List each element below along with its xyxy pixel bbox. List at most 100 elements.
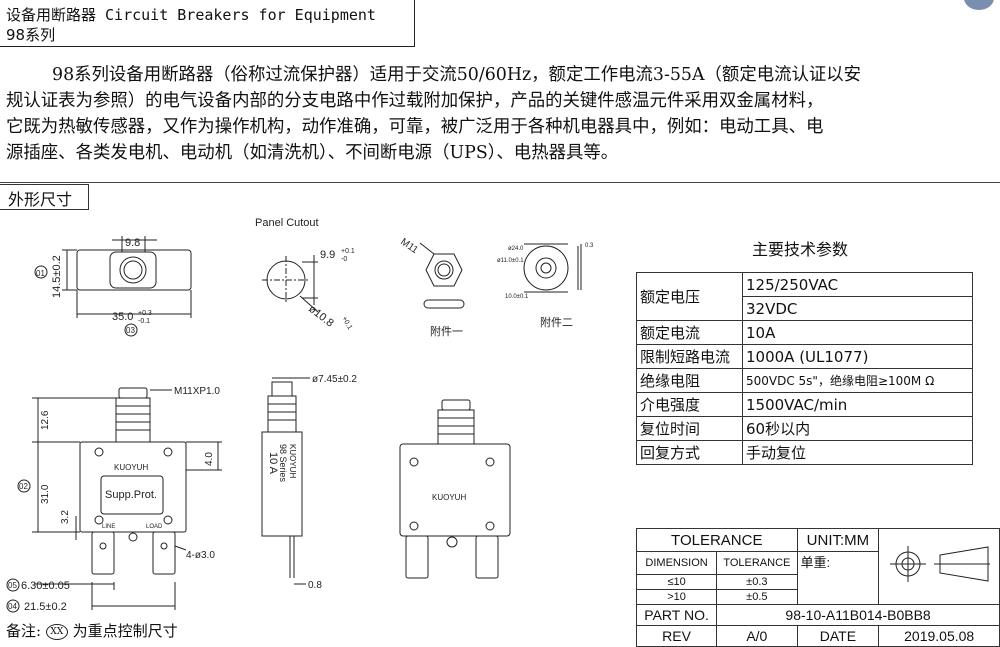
unit-label: UNIT:MM [796, 528, 880, 552]
dim-label: ø11.0±0.1 [497, 258, 524, 264]
side-rating-label: 10 A [267, 452, 279, 475]
spec-key: 额定电压 [636, 272, 743, 321]
table-row: PART NO. 98-10-A11B014-B0BB8 [635, 604, 1000, 626]
table-row: 介电强度 1500VAC/min [636, 392, 973, 417]
dim-label: 21.5±0.2 [24, 601, 67, 613]
panel-cutout [262, 255, 319, 313]
terminal-label: LINE [102, 524, 115, 530]
panel-cutout-label: Panel Cutout [255, 217, 319, 229]
table-row: DIMENSION TOLERANCE 单重: [635, 551, 1000, 605]
spec-table: 额定电压 125/250VAC 32VDC 额定电流 10A 限制短路电流 10… [636, 272, 973, 465]
dim-label: 4-ø3.0 [186, 550, 215, 561]
tolerance-value: ±0.5 [716, 589, 798, 605]
projection-icon [890, 546, 991, 582]
table-row: 回复方式 手动复位 [636, 440, 973, 465]
dim-label: 6.30±0.05 [21, 580, 70, 592]
spec-key: 绝缘电阻 [636, 368, 743, 393]
description: 98系列设备用断路器（俗称过流保护器）适用于交流50/60Hz，额定工作电流3-… [6, 62, 996, 166]
title-block: TOLERANCE UNIT:MM DIMENSION TOLERANCE 单重… [635, 528, 1000, 647]
spec-key: 额定电流 [636, 320, 743, 345]
spec-value: 32VDC [742, 296, 973, 321]
terminal-label: LOAD [146, 524, 163, 530]
note-text: 为重点控制尺寸 [72, 622, 178, 640]
spec-value: 手动复位 [742, 440, 973, 465]
dim-tolerance: +0.1 [340, 316, 353, 332]
control-mark: 05 [8, 581, 17, 590]
date-label: DATE [796, 625, 880, 647]
attachment-label: 附件二 [540, 315, 573, 329]
product-label: Supp.Prot. [105, 489, 157, 501]
dim-label: 10.0±0.1 [505, 294, 529, 300]
side-series-label: 98 Series [278, 444, 288, 483]
side-brand-label: KUOYUH [288, 444, 297, 478]
dim-label: 9.8 [125, 237, 140, 249]
nut-attachment [419, 242, 465, 309]
spec-value: 125/250VAC [742, 272, 973, 297]
table-row: 额定电流 10A [636, 320, 973, 345]
weight-cell: 单重: [796, 551, 880, 605]
dim-label: M11XP1.0 [174, 386, 220, 397]
dim-label: 0.3 [585, 243, 594, 249]
spec-title: 主要技术参数 [752, 240, 849, 259]
tolerance-title: TOLERANCE [636, 528, 798, 552]
rev-value: A/0 [716, 625, 798, 647]
footnote: 备注: XX 为重点控制尺寸 [6, 620, 178, 641]
dim-label: 12.6 [40, 410, 51, 430]
table-row: ≤10 ±0.3 [635, 574, 1000, 590]
dim-tolerance: -0 [341, 256, 347, 263]
front-view [32, 387, 222, 610]
table-row: 32VDC [637, 296, 973, 321]
table-row: 限制短路电流 1000A (UL1077) [636, 344, 973, 369]
table-row: 额定电压 125/250VAC [636, 272, 973, 321]
dim-label: 31.0 [40, 484, 51, 504]
tolerance-value: ±0.3 [716, 574, 798, 590]
dimension-value: >10 [635, 589, 718, 605]
series-label: 98系列 [6, 26, 56, 44]
brand-label: KUOYUH [114, 463, 148, 472]
spec-key: 回复方式 [636, 440, 743, 465]
description-line: 规认证表为参照）的电气设备内部的分支电路中作过载附加保护，产品的关键件感温元件采… [6, 91, 824, 111]
dim-tolerance: -0.1 [138, 318, 150, 325]
dimension-header: DIMENSION [635, 551, 718, 575]
tolerance-header: TOLERANCE [716, 551, 798, 575]
table-row: TOLERANCE UNIT:MM [636, 528, 1000, 605]
spec-value: 500VDC 5s"，绝缘电阻≥100M Ω [742, 368, 973, 393]
weight-label: 单重: [800, 555, 831, 570]
spec-value: 1500VAC/min [742, 392, 973, 417]
attachment-label: 附件一 [430, 324, 463, 338]
thread-label: M11 [398, 236, 420, 256]
note-prefix: 备注: [6, 622, 42, 640]
spec-key: 复位时间 [636, 416, 743, 441]
rear-view [399, 399, 511, 579]
projection-symbol [878, 528, 1000, 605]
rev-label: REV [635, 625, 718, 647]
table-row: >10 ±0.5 [635, 589, 1000, 605]
table-row: 绝缘电阻 500VDC 5s"，绝缘电阻≥100M Ω [636, 368, 973, 393]
top-view [62, 236, 192, 318]
brand-label: KUOYUH [432, 493, 466, 502]
dim-label: 14.5±0.2 [51, 255, 63, 298]
control-mark: 01 [36, 269, 45, 278]
spec-key: 介电强度 [636, 392, 743, 417]
part-no: 98-10-A11B014-B0BB8 [716, 604, 1000, 626]
dim-label: 3.2 [60, 510, 71, 524]
spec-value: 1000A (UL1077) [742, 344, 973, 369]
control-mark: 02 [19, 482, 28, 491]
spec-value: 60秒以内 [742, 416, 973, 441]
dim-label: 0.8 [308, 580, 322, 591]
side-view [261, 377, 310, 585]
table-row: REV A/0 DATE 2019.05.08 [635, 625, 1000, 647]
dim-label: ø24.0 [508, 246, 524, 252]
avatar[interactable] [964, 0, 994, 10]
dimension-value: ≤10 [635, 574, 718, 590]
title-box [0, 0, 415, 47]
control-mark: 03 [126, 326, 135, 335]
part-no-label: PART NO. [635, 604, 718, 626]
description-line: 它既为热敏传感器，又作为操作机构，动作准确，可靠，被广泛用于各种机电器具中，例如… [6, 117, 824, 137]
control-mark: 04 [8, 602, 17, 611]
dim-label: 9.9 [320, 249, 335, 261]
dim-label: 4.0 [204, 452, 215, 466]
document-title: 设备用断路器 Circuit Breakers for Equipment [6, 6, 376, 24]
dim-label: 35.0 [112, 311, 133, 323]
date-value: 2019.05.08 [878, 625, 1000, 647]
